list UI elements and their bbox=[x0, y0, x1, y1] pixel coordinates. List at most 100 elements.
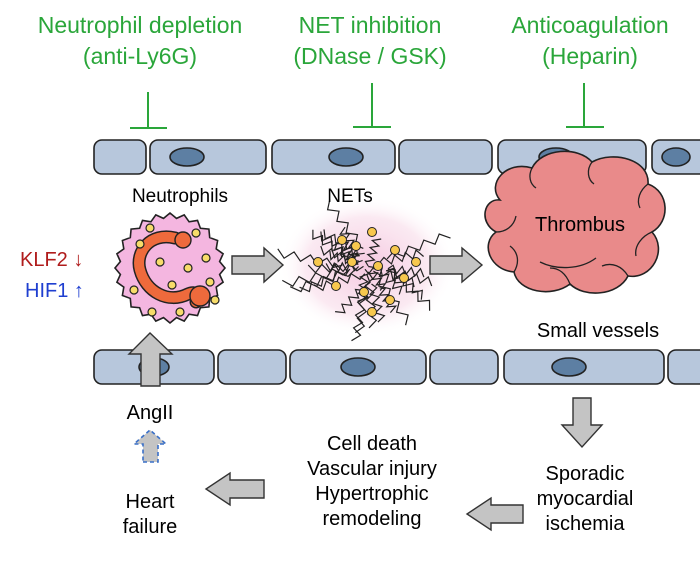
arrow-down-icon bbox=[560, 397, 604, 449]
granule bbox=[175, 307, 185, 317]
endothelial-cell bbox=[429, 349, 499, 385]
dna-strand bbox=[369, 283, 386, 323]
endothelial-cell bbox=[93, 139, 147, 175]
nucleus-lobe bbox=[189, 285, 211, 307]
granule bbox=[183, 263, 193, 273]
lower-endothelium bbox=[93, 349, 700, 385]
cell-nucleus bbox=[328, 147, 364, 167]
net-granule bbox=[331, 281, 341, 291]
dna-strand bbox=[364, 238, 382, 267]
dna-strand bbox=[339, 226, 360, 256]
granule bbox=[201, 253, 211, 263]
arrow-right-icon bbox=[231, 246, 285, 284]
granule bbox=[129, 285, 139, 295]
dna-strand bbox=[307, 262, 364, 274]
net-granules bbox=[313, 227, 421, 317]
dna-strand bbox=[367, 265, 387, 291]
arrow-right-icon bbox=[429, 246, 484, 284]
granule bbox=[167, 280, 177, 290]
up-arrow-icon: ↑ bbox=[73, 280, 84, 302]
granule bbox=[191, 228, 201, 238]
thrombus-folds bbox=[495, 161, 653, 285]
net-granule bbox=[337, 235, 347, 245]
arrow-left-icon bbox=[465, 496, 524, 532]
net-granule bbox=[385, 295, 395, 305]
dna-strand bbox=[277, 248, 343, 269]
net-granule bbox=[367, 307, 377, 317]
small-vessels-label: Small vessels bbox=[536, 320, 660, 342]
dna-strand bbox=[378, 287, 398, 313]
net-granule bbox=[390, 245, 400, 255]
arrow-up-icon bbox=[127, 332, 174, 387]
dna-strand bbox=[354, 274, 371, 334]
nets-label: NETs bbox=[327, 186, 373, 207]
heart-failure-label: Heart failure bbox=[100, 490, 200, 540]
heart-failure-line: Heart bbox=[125, 491, 175, 513]
angii-label: AngII bbox=[126, 402, 174, 424]
net-granule bbox=[373, 261, 383, 271]
inhibitor-neutrophil-depletion: Neutrophil depletion (anti-Ly6G) bbox=[0, 10, 280, 72]
heart-failure-line: failure bbox=[122, 516, 178, 538]
granule bbox=[205, 277, 215, 287]
granule bbox=[135, 239, 145, 249]
neutrophil-cell bbox=[113, 211, 227, 325]
net-structure bbox=[277, 196, 455, 342]
inhibitor-agent: (DNase / GSK) bbox=[293, 43, 447, 69]
net-granule bbox=[359, 287, 369, 297]
effect-item: remodeling bbox=[322, 508, 422, 530]
granule bbox=[210, 295, 220, 305]
thrombus bbox=[484, 150, 666, 294]
neutrophil-membrane bbox=[113, 211, 227, 325]
inhibitor-title: Neutrophil depletion bbox=[37, 12, 243, 38]
dna-strand bbox=[282, 268, 351, 287]
thrombus-clot bbox=[484, 150, 666, 294]
neutrophils-label: Neutrophils bbox=[131, 186, 229, 207]
cell-nucleus bbox=[661, 147, 691, 167]
downstream-effects: Cell death Vascular injury Hypertrophic … bbox=[282, 432, 462, 532]
endothelial-cell bbox=[149, 139, 267, 175]
thrombus-label: Thrombus bbox=[534, 214, 626, 236]
endothelial-cell bbox=[398, 139, 493, 175]
dashed-arrow-up-icon bbox=[131, 428, 169, 463]
dna-strand bbox=[373, 266, 415, 288]
net-granule bbox=[351, 241, 361, 251]
ischemia-label: Sporadic myocardial ischemia bbox=[525, 462, 645, 537]
cell-nucleus bbox=[340, 357, 376, 377]
dna-strand bbox=[385, 270, 431, 311]
endothelial-cell bbox=[217, 349, 287, 385]
klf2-marker: KLF2 ↓ bbox=[20, 249, 83, 272]
inhibitor-agent: (anti-Ly6G) bbox=[82, 43, 198, 69]
flow-arrows bbox=[127, 246, 604, 532]
inhibit-bar-icon bbox=[566, 83, 604, 128]
inhibitor-anticoagulation: Anticoagulation (Heparin) bbox=[480, 10, 700, 72]
dna-strand bbox=[351, 289, 368, 342]
ischemia-line: ischemia bbox=[545, 513, 625, 535]
effect-item: Hypertrophic bbox=[315, 483, 429, 505]
down-arrow-icon: ↓ bbox=[73, 249, 84, 271]
net-granule bbox=[347, 257, 357, 267]
cell-nucleus bbox=[551, 357, 587, 377]
inhibit-bar-icon bbox=[130, 92, 167, 129]
dna-strand bbox=[313, 272, 366, 292]
dna-strand bbox=[364, 271, 378, 329]
net-granule bbox=[399, 273, 409, 283]
net-granule bbox=[367, 227, 377, 237]
net-glow bbox=[279, 196, 455, 336]
ischemia-line: Sporadic bbox=[545, 463, 625, 485]
granule bbox=[155, 257, 165, 267]
granules bbox=[129, 223, 220, 317]
cell-nucleus bbox=[169, 147, 205, 167]
dna-strand bbox=[379, 248, 424, 265]
granule bbox=[147, 307, 157, 317]
net-granule bbox=[411, 257, 421, 267]
hif1-marker: HIF1 ↑ bbox=[25, 280, 84, 303]
inhibit-bar-icon bbox=[353, 83, 391, 128]
net-granule bbox=[313, 257, 323, 267]
ischemia-line: myocardial bbox=[536, 488, 634, 510]
effect-item: Vascular injury bbox=[307, 458, 437, 480]
hif1-label: HIF1 bbox=[25, 280, 69, 302]
inhibitor-agent: (Heparin) bbox=[542, 43, 638, 69]
inhibitor-title: NET inhibition bbox=[298, 12, 442, 38]
arrow-left-icon bbox=[204, 471, 265, 507]
